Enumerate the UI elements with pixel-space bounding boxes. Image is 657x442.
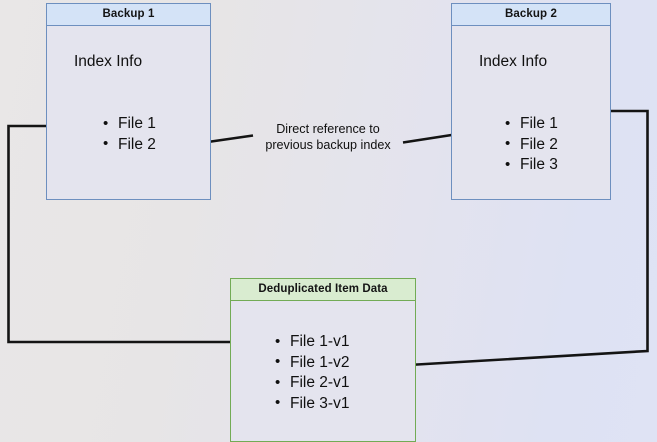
list-item: File 2-v1	[275, 373, 349, 394]
list-item: File 3-v1	[275, 393, 349, 415]
node-backup1-header: Backup 1	[47, 4, 210, 26]
node-dedup-item-list: File 1-v1 File 1-v2 File 2-v1 File 3-v1	[275, 332, 349, 414]
node-backup2-body: Index Info File 1 File 2 File 3	[452, 26, 610, 198]
list-item: File 2	[103, 134, 156, 156]
node-backup2-item-list: File 1 File 2 File 3	[505, 114, 558, 176]
list-item: File 1-v1	[275, 332, 349, 353]
node-dedup-body: File 1-v1 File 1-v2 File 2-v1 File 3-v1	[231, 301, 415, 440]
node-backup1-body: Index Info File 1 File 2	[47, 26, 210, 198]
list-item: File 3	[505, 155, 558, 176]
node-backup1-body-title: Index Info	[74, 53, 143, 70]
connector-label-direct-reference: Direct reference to previous backup inde…	[265, 122, 391, 152]
list-item: File 1	[505, 114, 558, 135]
list-item: File 1	[103, 114, 156, 135]
node-backup1[interactable]: Backup 1 Index Info File 1 File 2	[46, 3, 211, 200]
node-backup2-header: Backup 2	[452, 4, 610, 26]
node-backup1-item-list: File 1 File 2	[103, 114, 156, 155]
node-deduplicated-item-data[interactable]: Deduplicated Item Data File 1-v1 File 1-…	[230, 278, 416, 442]
list-item: File 1-v2	[275, 352, 349, 374]
node-dedup-header: Deduplicated Item Data	[231, 279, 415, 301]
node-backup2-body-title: Index Info	[479, 53, 548, 70]
node-backup2[interactable]: Backup 2 Index Info File 1 File 2 File 3	[451, 3, 611, 200]
list-item: File 2	[505, 134, 558, 156]
